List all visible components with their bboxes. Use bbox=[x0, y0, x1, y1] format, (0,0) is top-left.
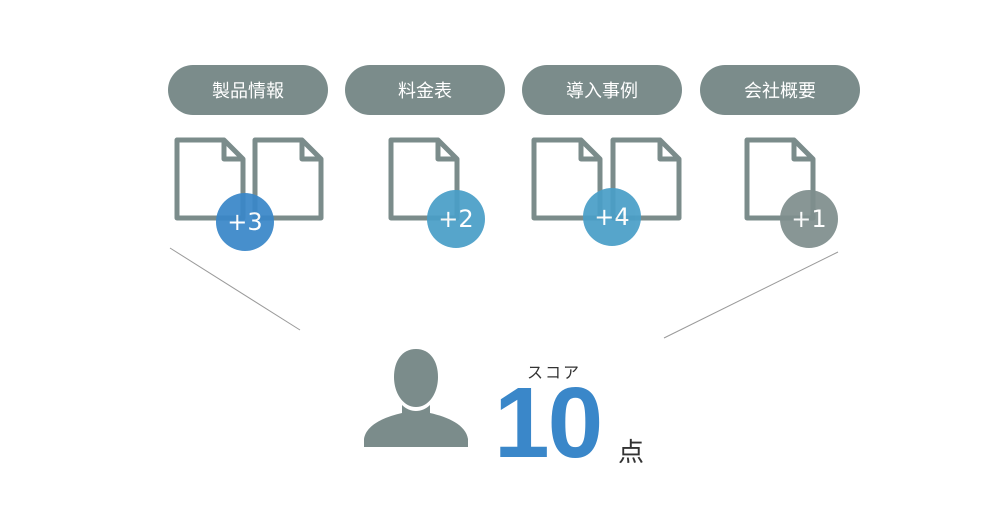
category-label: 料金表 bbox=[398, 81, 452, 102]
category-label: 会社概要 bbox=[744, 81, 816, 102]
category-label: 製品情報 bbox=[212, 81, 284, 102]
category-label: 導入事例 bbox=[566, 81, 638, 102]
bonus-badge: +3 bbox=[216, 193, 274, 251]
person-icon bbox=[362, 347, 470, 447]
bonus-value: +2 bbox=[438, 205, 474, 233]
score-value: 10 bbox=[494, 367, 603, 479]
bonus-badge: +4 bbox=[583, 188, 641, 246]
bonus-badge: +1 bbox=[780, 190, 838, 248]
bonus-value: +4 bbox=[594, 203, 630, 231]
connector-right-line bbox=[663, 251, 839, 339]
category-pill-company-profile: 会社概要 bbox=[700, 65, 860, 115]
bonus-value: +1 bbox=[791, 205, 827, 233]
document-icon bbox=[531, 137, 603, 221]
bonus-badge: +2 bbox=[427, 190, 485, 248]
score-unit: 点 bbox=[618, 438, 645, 468]
score-caption: スコア bbox=[527, 363, 582, 382]
category-pill-product-info: 製品情報 bbox=[168, 65, 328, 115]
bonus-value: +3 bbox=[227, 208, 263, 236]
category-pill-case-studies: 導入事例 bbox=[522, 65, 682, 115]
connector-left-line bbox=[169, 247, 301, 331]
category-pill-pricing: 料金表 bbox=[345, 65, 505, 115]
